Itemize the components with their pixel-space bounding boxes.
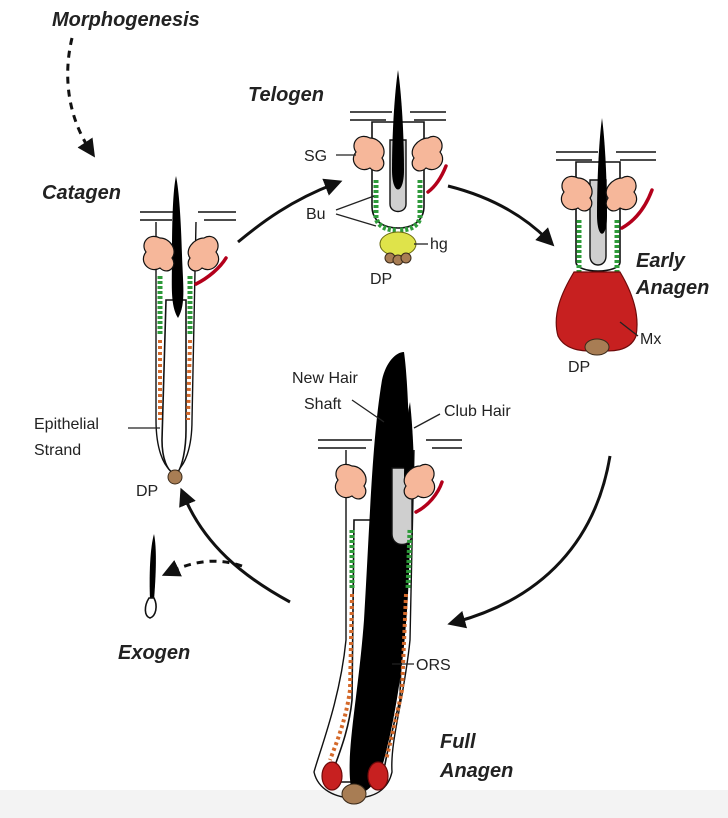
club-hair-label: Club Hair <box>444 403 511 420</box>
telogen-label: Telogen <box>248 84 324 106</box>
early-anagen-dermal-papilla <box>585 339 609 355</box>
early-anagen-hair-shaft <box>597 118 607 234</box>
exogen-club-end <box>145 598 156 618</box>
full-anagen-label-line1: Full <box>440 731 476 753</box>
catagen-gland-left <box>143 236 174 271</box>
telogen-to-early-anagen-arrow <box>448 186 548 240</box>
early-anagen-follicle <box>556 118 656 355</box>
full-anagen-gland-left <box>335 464 366 499</box>
telogen-dp-label: DP <box>370 271 392 288</box>
catagen-gland-right <box>188 236 218 271</box>
full-anagen-matrix-right <box>368 762 388 790</box>
club-hair-leader <box>414 414 440 428</box>
early-anagen-skin-surface <box>556 152 656 160</box>
catagen-skin-surface <box>140 212 236 220</box>
catagen-dp-label: DP <box>136 483 158 500</box>
early-anagen-gland-left <box>561 176 592 211</box>
exogen-hair-shaft <box>150 534 156 600</box>
bu-leader-lower <box>336 214 376 226</box>
epithelial-strand-label-line1: Epithelial <box>34 416 99 433</box>
early-anagen-label-line2: Anagen <box>635 277 709 299</box>
bu-label: Bu <box>306 206 326 223</box>
early-anagen-dp-label: DP <box>568 359 590 376</box>
morphogenesis-label: Morphogenesis <box>52 9 200 31</box>
new-hair-shaft-label-line1: New Hair <box>292 370 358 387</box>
exogen-shed-hair <box>145 534 156 618</box>
new-hair-shaft-label-line2: Shaft <box>304 396 342 413</box>
telogen-dermal-papilla-3 <box>401 253 411 263</box>
full-anagen-dermal-papilla <box>342 784 366 804</box>
morphogenesis-arrow <box>68 38 90 150</box>
sg-label: SG <box>304 148 327 165</box>
full-anagen-matrix-left <box>322 762 342 790</box>
catagen-ors-right <box>188 340 190 420</box>
catagen-dermal-papilla <box>168 470 182 484</box>
early-to-full-anagen-arrow <box>456 456 610 622</box>
catagen-label: Catagen <box>42 182 121 204</box>
mx-label: Mx <box>640 331 661 348</box>
ors-label: ORS <box>416 657 451 674</box>
hg-label: hg <box>430 236 448 253</box>
epithelial-strand-label-line2: Strand <box>34 442 81 459</box>
full-anagen-to-catagen-arrow <box>184 496 290 602</box>
telogen-hair-germ <box>380 232 416 256</box>
telogen-hair-shaft <box>392 70 404 190</box>
early-anagen-label-line1: Early <box>636 250 686 272</box>
bu-leader-upper <box>336 196 374 210</box>
full-anagen-label-line2: Anagen <box>439 760 513 782</box>
catagen-follicle <box>140 176 236 484</box>
telogen-gland-left <box>353 136 384 171</box>
catagen-epithelial-strand <box>162 300 186 472</box>
exogen-label: Exogen <box>118 642 190 664</box>
